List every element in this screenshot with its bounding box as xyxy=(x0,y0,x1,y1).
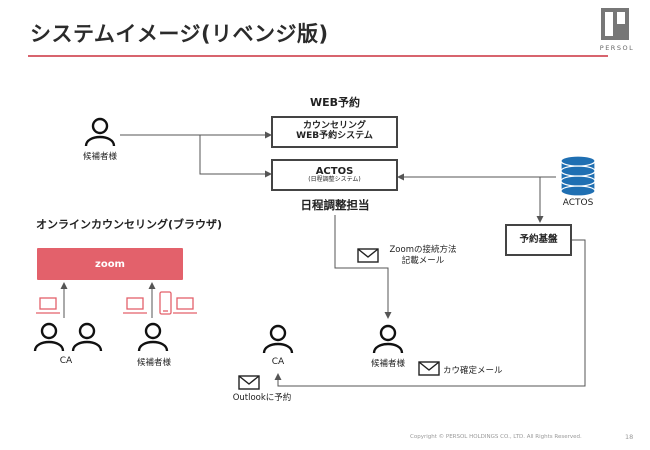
laptop-icon-ca xyxy=(36,297,60,314)
web-reservation-heading: WEB予約 xyxy=(309,96,361,109)
zoom-label: zoom xyxy=(95,258,125,270)
laptop-icon-candidate-2 xyxy=(173,297,197,314)
person-icon-candidate-bottom xyxy=(372,324,404,354)
person-icon-candidate-left xyxy=(137,322,169,352)
logo-mark xyxy=(601,8,629,40)
scheduler-label: 日程調整担当 xyxy=(300,198,370,212)
title-divider xyxy=(28,55,608,57)
actos-box: ACTOS (日程調整システム) xyxy=(271,159,398,191)
zoom-bar: zoom xyxy=(37,248,183,280)
connector-candidate-to-actos xyxy=(199,135,272,178)
ca-label-left: CA xyxy=(59,356,73,366)
mail-icon-outlook xyxy=(238,375,260,390)
person-icon-ca-bottom xyxy=(262,324,294,354)
actos-db-label: ACTOS xyxy=(562,198,594,208)
mail-zoom-line2: 記載メール xyxy=(401,256,445,267)
counseling-box-line1: カウンセリング xyxy=(302,121,366,132)
mail-outlook-text: Outlookに予約 xyxy=(232,393,292,403)
page-number: 18 xyxy=(625,433,634,441)
actos-box-line1: ACTOS xyxy=(315,166,354,178)
counseling-box-line2: WEB予約システム xyxy=(296,131,373,141)
candidate-label-bottom: 候補者様 xyxy=(370,359,405,369)
mail-zoom-line1: Zoomの接続方法 xyxy=(389,245,457,255)
laptop-icon-candidate xyxy=(123,297,147,314)
actos-box-line2: (日程調整システム) xyxy=(308,176,361,184)
smartphone-icon xyxy=(159,291,172,315)
mail-icon-confirm xyxy=(418,361,440,376)
connector-base-to-ca xyxy=(274,239,586,387)
mail-confirm-text: カウ確定メール xyxy=(443,366,503,376)
reservation-base-label: 予約基盤 xyxy=(519,233,558,245)
reservation-base-box: 予約基盤 xyxy=(505,224,572,256)
page-title: システムイメージ(リベンジ版) xyxy=(30,22,329,46)
online-counseling-heading: オンラインカウンセリング(ブラウザ) xyxy=(36,218,223,231)
candidate-label-top: 候補者様 xyxy=(82,152,117,162)
mail-icon-zoom xyxy=(357,248,379,263)
counseling-web-system-box: カウンセリング WEB予約システム xyxy=(271,116,398,148)
copyright-footer: Copyright © PERSOL HOLDINGS CO., LTD. Al… xyxy=(410,434,582,440)
logo-text: PERSOL xyxy=(599,44,635,52)
candidate-label-left: 候補者様 xyxy=(136,358,171,368)
ca-label-bottom: CA xyxy=(271,357,285,367)
person-icon-candidate-top xyxy=(84,117,116,147)
database-icon xyxy=(560,155,596,197)
mail-zoom-text: Zoomの接続方法 記載メール xyxy=(380,245,466,267)
person-icon-ca-left-1 xyxy=(33,322,65,352)
person-icon-ca-left-2 xyxy=(71,322,103,352)
connector-scheduler-to-candidate xyxy=(334,215,392,319)
